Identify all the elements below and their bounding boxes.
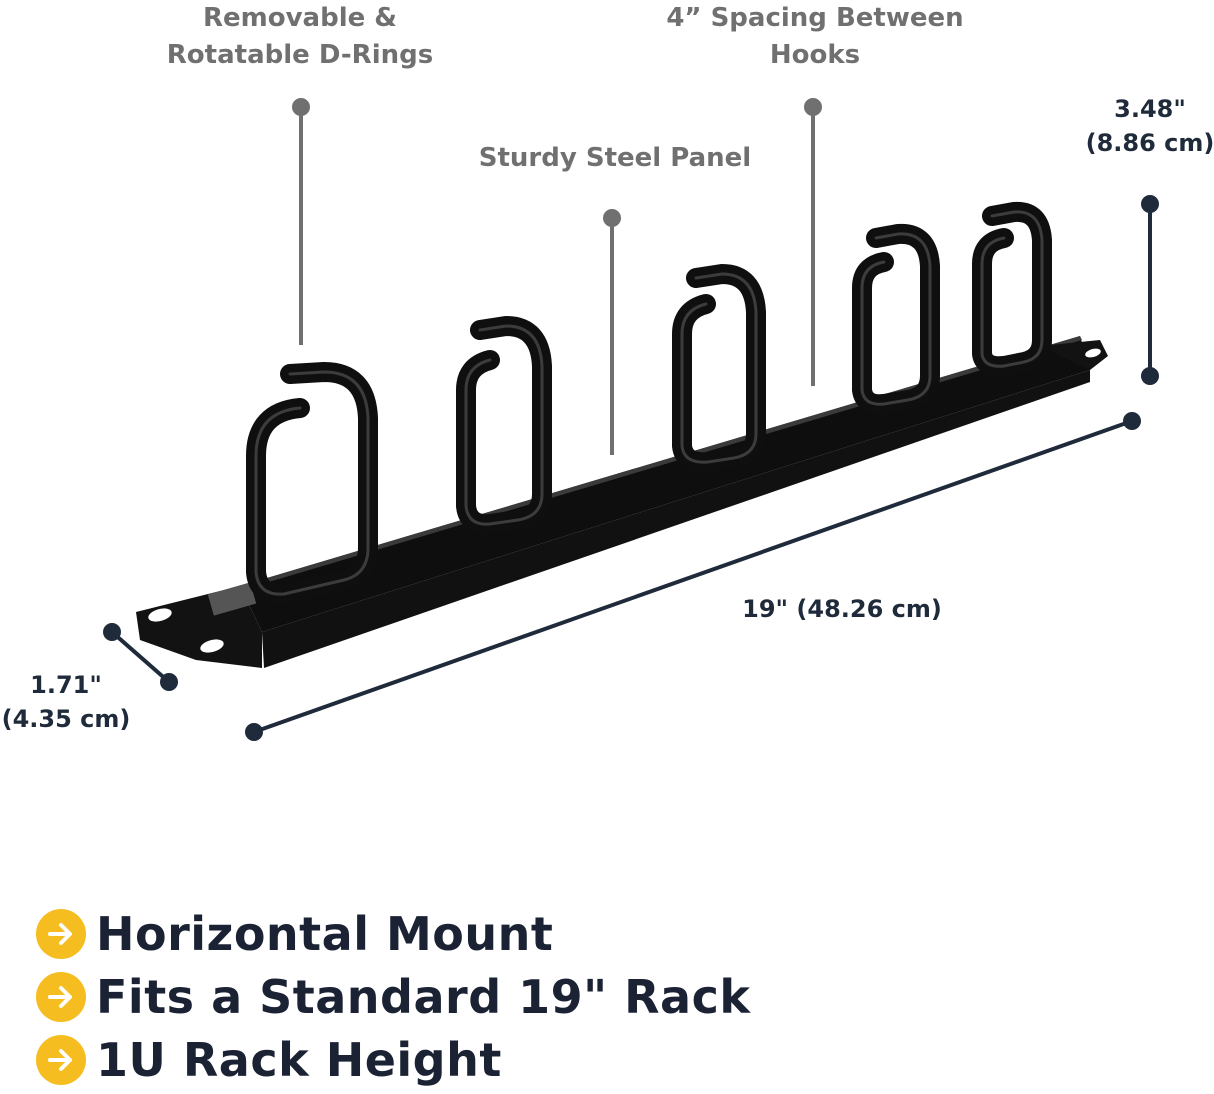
feature-list: Horizontal Mount Fits a Standard 19" Rac… [36,902,750,1091]
steel-panel [136,336,1108,668]
feature-text: Fits a Standard 19" Rack [96,969,751,1024]
dimension-height-in: 3.48" [1114,95,1186,123]
callout-leader-lines [292,98,822,455]
dimension-width-label: 19" (48.26 cm) [742,595,942,623]
dimension-depth-cm: (4.35 cm) [1,705,131,733]
product-figure [103,98,1159,741]
arrow-right-circle-icon [36,908,86,959]
dimension-height-cm: (8.86 cm) [1085,129,1214,157]
d-ring [852,223,940,415]
callout-drings-label: Removable & Rotatable D-Rings [160,0,440,74]
d-ring [456,316,552,535]
d-ring [246,362,378,605]
feature-text: Horizontal Mount [96,906,554,961]
dimension-lines [103,195,1159,741]
feature-item: Horizontal Mount [36,902,750,965]
d-ring [672,264,766,473]
arrow-right-circle-icon [36,971,86,1022]
callout-drings-line2: Rotatable D-Rings [166,40,434,70]
callout-spacing-line1: 4” Spacing Between [666,3,964,33]
callout-spacing-line2: Hooks [769,40,861,70]
callout-panel-label: Sturdy Steel Panel [478,143,752,173]
feature-item: Fits a Standard 19" Rack [36,965,750,1028]
arrow-right-circle-icon [36,1034,86,1085]
feature-text: 1U Rack Height [96,1032,502,1087]
feature-item: 1U Rack Height [36,1028,750,1091]
dimension-depth-in: 1.71" [30,671,102,699]
callout-spacing-label: 4” Spacing Between Hooks [665,0,965,74]
dimension-height-label: 3.48" (8.86 cm) [1080,92,1214,160]
dimension-depth-label: 1.71" (4.35 cm) [0,668,134,736]
callout-drings-line1: Removable & [203,3,397,33]
d-ring [972,201,1052,377]
